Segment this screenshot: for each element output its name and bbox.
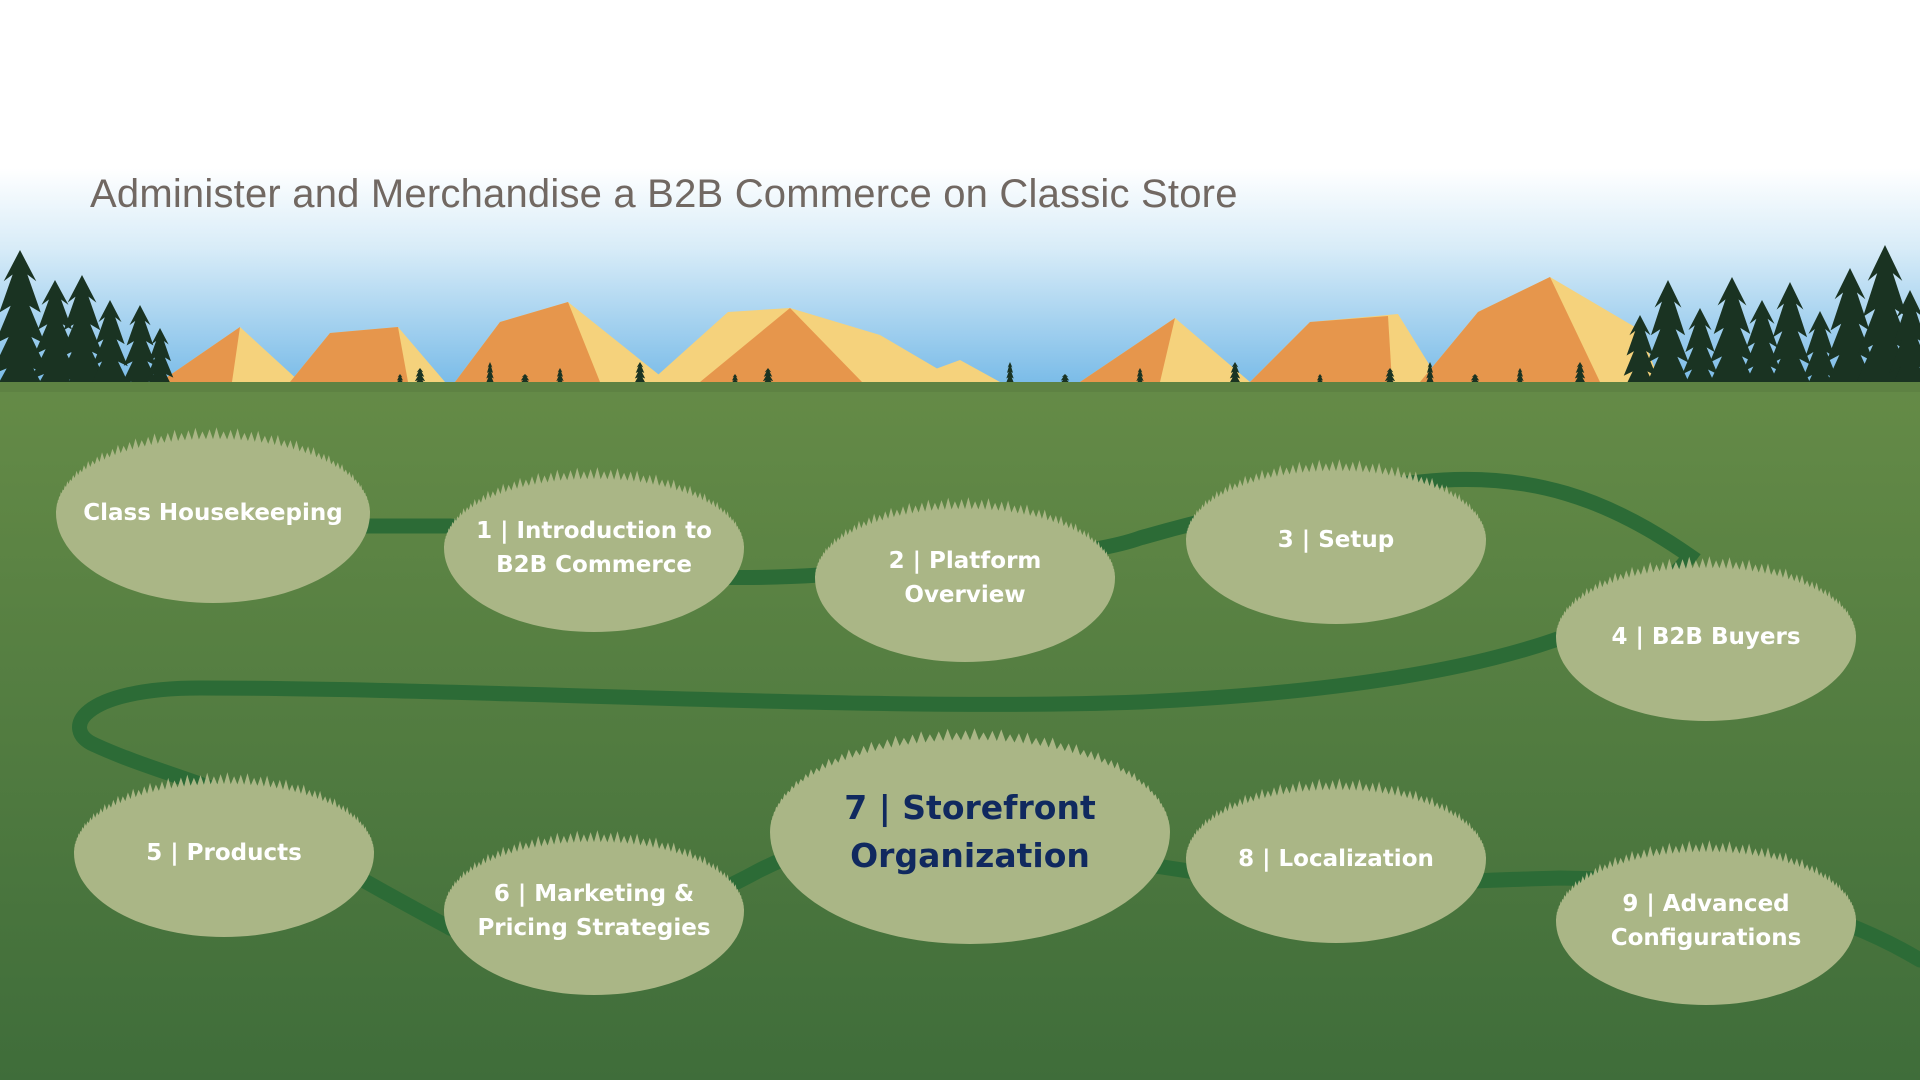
node-housekeeping[interactable]: Class Housekeeping [83,500,343,526]
node-module-5[interactable]: 5 | Products [146,840,302,866]
node-module-9[interactable]: 9 | Advanced Configurations [1610,891,1802,951]
node-bubble [1186,778,1486,943]
mountains [160,277,1660,382]
node-bubble [56,427,370,603]
node-bubble [1186,459,1486,624]
node-module-7[interactable]: 7 | Storefront Organization [844,788,1096,875]
node-module-3[interactable]: 3 | Setup [1277,527,1395,553]
node-module-1[interactable]: 1 | Introduction to B2B Commerce [476,518,712,578]
node-bubble [444,830,744,995]
node-bubble [815,497,1115,662]
node-bubble [770,728,1170,944]
pine-tree [0,250,54,424]
node-bubble [74,772,374,937]
node-bubble [1556,840,1856,1005]
node-bubble [444,467,744,632]
page-title: Administer and Merchandise a B2B Commerc… [90,172,1238,216]
node-module-8[interactable]: 8 | Localization [1238,846,1434,872]
node-module-6[interactable]: 6 | Marketing & Pricing Strategies [477,881,711,941]
node-bubbles [56,427,1856,1005]
node-module-4[interactable]: 4 | B2B Buyers [1611,624,1801,650]
node-module-2[interactable]: 2 | Platform Overview [888,548,1042,608]
node-bubble [1556,556,1856,721]
grass-fringe [0,382,1920,392]
